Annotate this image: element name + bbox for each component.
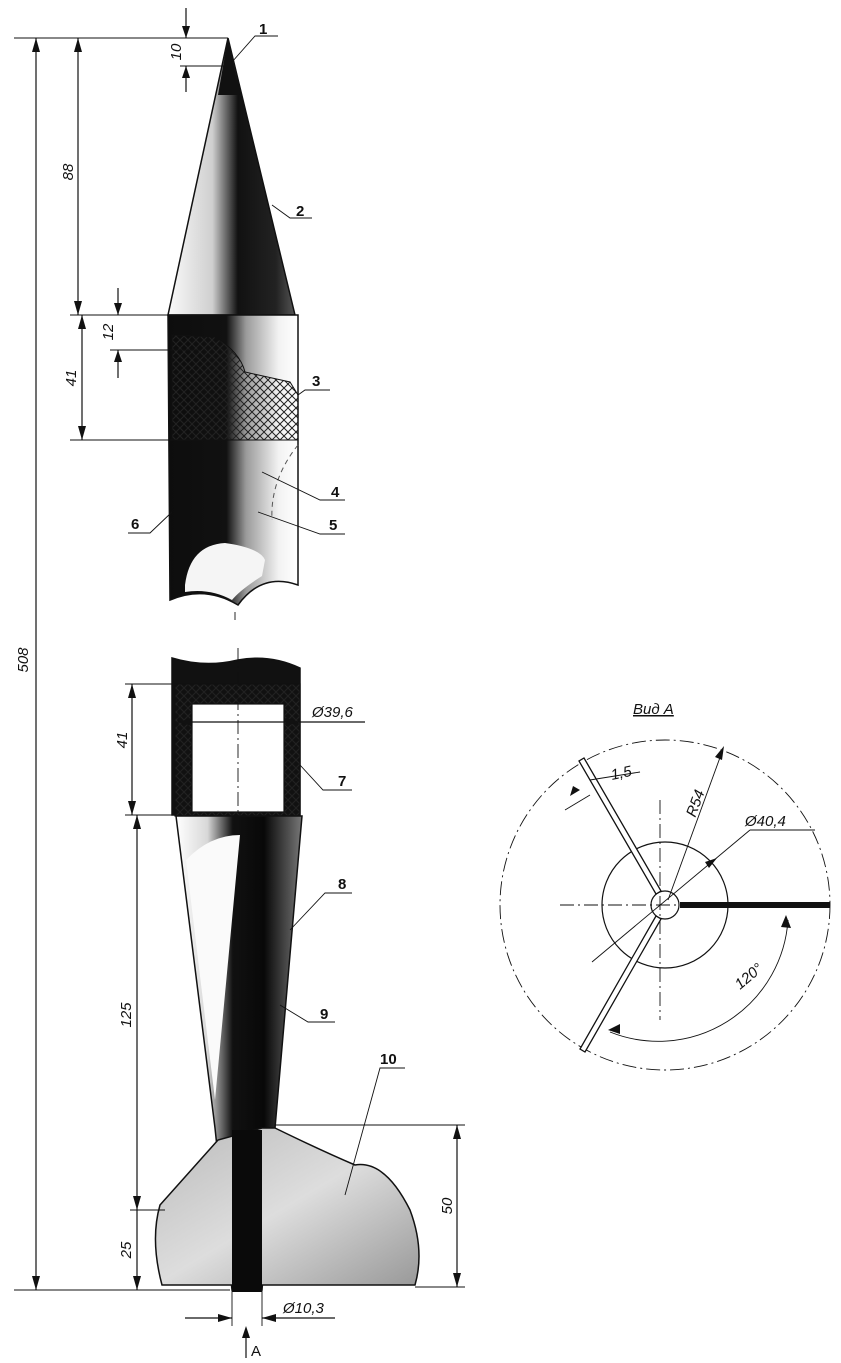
dim-fin-height: 50 [439, 1197, 456, 1214]
view-arrow-label: A [251, 1343, 261, 1360]
part-label-9: 9 [320, 1006, 328, 1023]
dim-nose-coupler: 41 [63, 370, 80, 387]
lower-rocket-section [154, 656, 420, 1292]
nose-coupler-insert [171, 334, 299, 441]
part-label-1: 1 [259, 21, 267, 38]
part-leaders [128, 35, 405, 1196]
nose-tip [218, 38, 240, 95]
part-label-4: 4 [331, 484, 340, 501]
part-label-2: 2 [296, 203, 304, 220]
view-a-fins [578, 757, 830, 1053]
view-a-fin-thickness: 1,5 [609, 763, 634, 784]
view-a-body-diameter: Ø40,4 [744, 813, 786, 830]
dim-fin-base: 25 [118, 1241, 135, 1259]
dim-nozzle-diameter: Ø10,3 [282, 1300, 325, 1317]
dim-nose-cone: 88 [60, 163, 77, 180]
dim-tail-body: 125 [118, 1002, 135, 1028]
fin [154, 1127, 420, 1286]
motor-casing [232, 1130, 262, 1292]
break-line [271, 444, 299, 521]
dimension-lines [14, 8, 465, 1358]
part-label-6: 6 [131, 516, 139, 533]
view-a-title: Вид А [633, 701, 674, 718]
view-a: Вид А R54 Ø40,4 1,5 120° [499, 701, 831, 1071]
view-a-radius: R54 [683, 788, 708, 820]
view-a-fin-angle: 120° [732, 960, 767, 993]
body-highlight [185, 543, 265, 600]
upper-rocket-section [167, 37, 299, 606]
tail-highlight [186, 835, 240, 1100]
dim-tip: 10 [168, 43, 185, 60]
part-label-10: 10 [380, 1051, 397, 1068]
dim-coupler-diameter: Ø39,6 [311, 704, 354, 721]
part-label-8: 8 [338, 876, 346, 893]
part-label-7: 7 [338, 773, 346, 790]
dim-tail-coupler: 41 [114, 732, 131, 749]
part-label-5: 5 [329, 517, 337, 534]
dim-shoulder: 12 [100, 323, 117, 340]
part-label-3: 3 [312, 373, 320, 390]
dim-total-length: 508 [15, 647, 32, 673]
